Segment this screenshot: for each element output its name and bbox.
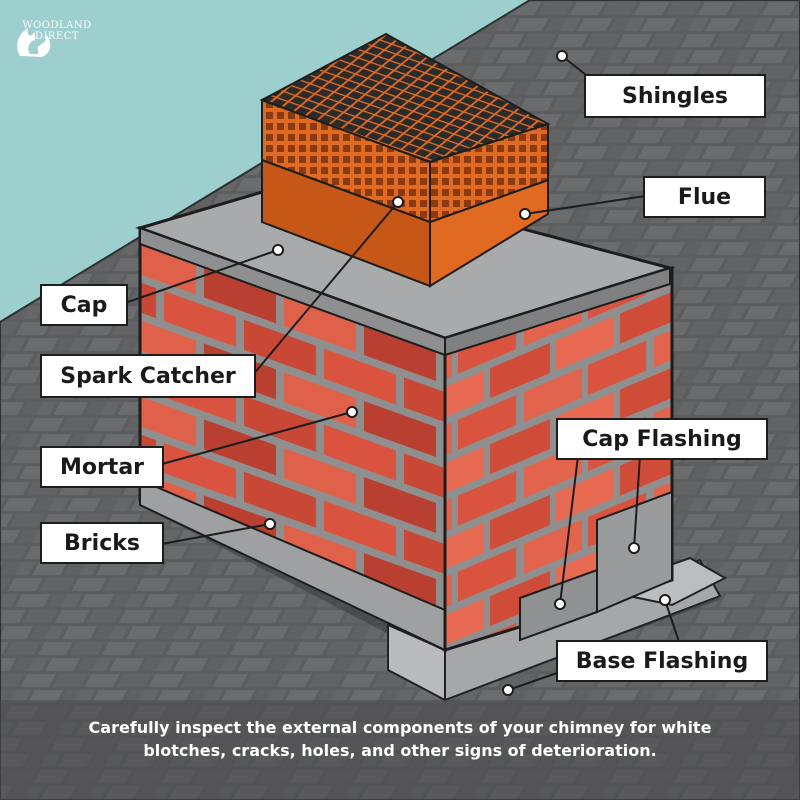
cap-flashing-leader-1 [559,455,579,605]
flue-leader [524,195,646,215]
label-base-flashing: Base Flashing [556,640,768,682]
base-flashing-marker-1 [659,594,671,606]
base-flashing-marker-2 [502,684,514,696]
mortar-leader [161,411,353,465]
label-bricks: Bricks [40,522,164,564]
spark-catcher-marker [392,196,404,208]
brand-logo: WOODLAND DIRECT [12,20,102,57]
spark-catcher-leader [251,201,399,377]
cap-flashing-marker-1 [554,598,566,610]
flame-logo-icon [17,28,51,57]
label-cap: Cap [40,284,128,326]
caption-line2: blotches, cracks, holes, and other signs… [143,741,657,760]
caption: Carefully inspect the external component… [40,716,760,762]
brand-name-line1: WOODLAND [22,20,92,31]
label-mortar: Mortar [40,446,164,488]
mortar-marker [346,406,358,418]
bricks-marker [264,518,276,530]
shingles-marker [556,50,568,62]
base-flashing-leader-1 [664,599,681,646]
cap-leader [127,249,279,303]
label-flue: Flue [643,176,766,218]
cap-marker [272,244,284,256]
base-flashing-leader-2 [507,671,561,691]
spark-catcher-top [259,32,551,164]
label-shingles: Shingles [584,74,766,118]
caption-line1: Carefully inspect the external component… [88,718,712,737]
label-cap-flashing: Cap Flashing [556,418,768,460]
flue-marker [519,208,531,220]
brand-name-line2: DIRECT [34,31,80,42]
cap-flashing-marker-2 [628,542,640,554]
cap-flashing-leader-2 [633,455,641,549]
label-spark-catcher: Spark Catcher [40,354,256,398]
bricks-leader [161,523,271,545]
